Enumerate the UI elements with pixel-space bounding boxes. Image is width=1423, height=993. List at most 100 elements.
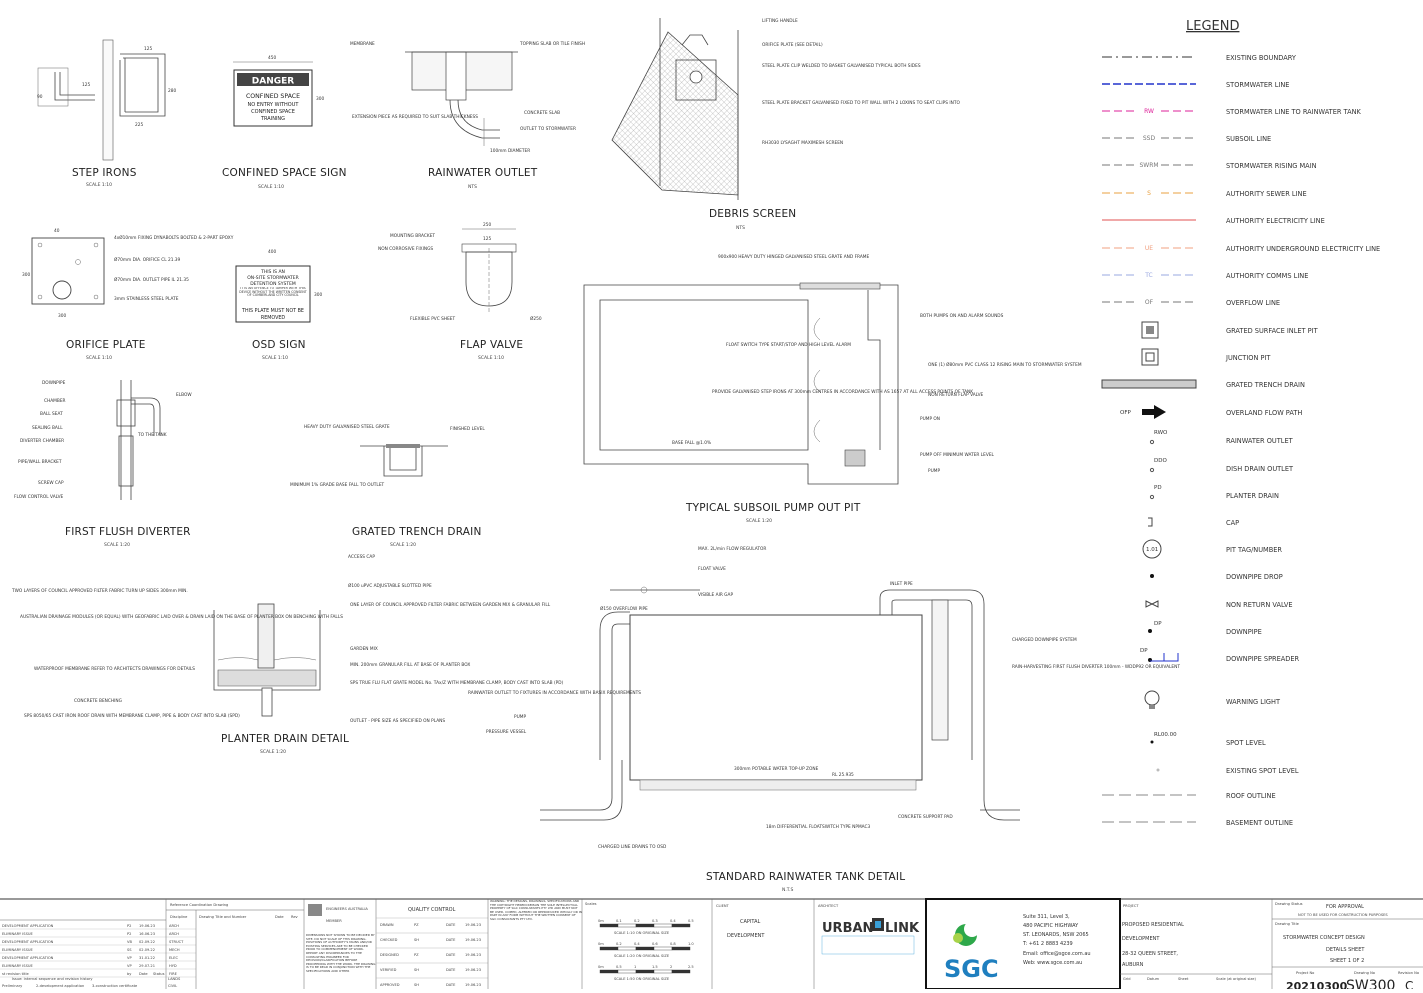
first-flush-diverter-detail: DOWNPIPE CHAMBER BALL SEAT SEALING BALL … xyxy=(14,380,192,548)
svg-text:MEMBRANE: MEMBRANE xyxy=(350,41,375,47)
svg-text:NO ENTRY WITHOUT: NO ENTRY WITHOUT xyxy=(248,102,300,108)
svg-text:FINISHED LEVEL: FINISHED LEVEL xyxy=(450,426,485,432)
svg-text:AUBURN: AUBURN xyxy=(1122,962,1144,968)
svg-text:ST. LEONARDS, NSW 2065: ST. LEONARDS, NSW 2065 xyxy=(1023,932,1089,938)
svg-text:18m DIFFERENTIAL FLOATSWITCH T: 18m DIFFERENTIAL FLOATSWITCH TYPE NPMAC3 xyxy=(766,824,871,830)
svg-text:ARCH: ARCH xyxy=(169,924,179,928)
svg-text:VB: VB xyxy=(127,940,132,944)
svg-text:VP: VP xyxy=(127,956,132,960)
legend-label: DISH DRAIN OUTLET xyxy=(1226,465,1294,473)
orifice-plate-detail: 40 300 300 4xØ10mm FIXING DYNABOLTS BOLT… xyxy=(22,228,234,361)
svg-text:OUTLET - PIPE SIZE AS SPECIFIE: OUTLET - PIPE SIZE AS SPECIFIED ON PLANS xyxy=(350,718,445,724)
legend-label: AUTHORITY ELECTRICITY LINE xyxy=(1226,217,1325,225)
svg-text:SCALE 1:20: SCALE 1:20 xyxy=(104,542,130,548)
svg-text:SCALE 1:10: SCALE 1:10 xyxy=(478,355,504,361)
legend-item: NON RETURN VALVE xyxy=(1145,600,1293,609)
drawing-title: STORMWATER CONCEPT DESIGN xyxy=(1283,935,1365,941)
svg-text:INLET PIPE: INLET PIPE xyxy=(890,581,913,587)
svg-text:Web: www.sgce.com.au: Web: www.sgce.com.au xyxy=(1023,960,1082,966)
legend-item: DOWNPIPE DROP xyxy=(1150,573,1283,581)
svg-text:CHARGED DOWNPIPE SYSTEM: CHARGED DOWNPIPE SYSTEM xyxy=(1012,637,1077,643)
svg-text:Project No: Project No xyxy=(1296,971,1314,975)
svg-text:SPS 8050/65 CAST IRON ROOF DRA: SPS 8050/65 CAST IRON ROOF DRAIN WITH ME… xyxy=(24,713,240,719)
svg-text:DEVELOPMENT APPLICATION: DEVELOPMENT APPLICATION xyxy=(2,924,54,928)
svg-text:900x900 HEAVY DUTY HINGED GALV: 900x900 HEAVY DUTY HINGED GALVANISED STE… xyxy=(718,254,869,260)
osd-sign-title: OSD SIGN xyxy=(252,339,306,351)
svg-text:HYD: HYD xyxy=(169,964,177,968)
svg-text:THIS IS AN: THIS IS AN xyxy=(260,269,285,275)
svg-text:Ø100 uPVC ADJUSTABLE SLOTTED P: Ø100 uPVC ADJUSTABLE SLOTTED PIPE xyxy=(348,582,432,589)
legend-tag: DP xyxy=(1140,648,1148,654)
svg-text:Datum: Datum xyxy=(1147,977,1160,981)
copyright-warning: WARNING: THE DESIGNS, DRAWINGS, SPECIFIC… xyxy=(490,900,582,921)
svg-text:125: 125 xyxy=(144,46,152,52)
svg-text:Scales: Scales xyxy=(585,902,597,906)
revision-number: C xyxy=(1405,979,1413,989)
step-irons-title: STEP IRONS xyxy=(72,167,137,179)
svg-text:LINK: LINK xyxy=(885,921,920,936)
svg-text:ON-SITE STORMWATER: ON-SITE STORMWATER xyxy=(247,275,299,281)
first-flush-title: FIRST FLUSH DIVERTER xyxy=(65,526,191,538)
svg-text:PROVIDE GALVANISED STEP IRONS: PROVIDE GALVANISED STEP IRONS AT 300mm C… xyxy=(712,389,973,395)
legend-item: S AUTHORITY SEWER LINE xyxy=(1102,190,1307,198)
legend-tag: RL00.00 xyxy=(1154,732,1177,738)
legend-label: GRATED SURFACE INLET PIT xyxy=(1226,327,1319,335)
svg-text:225: 225 xyxy=(135,122,143,128)
svg-text:SS: SS xyxy=(127,948,132,952)
svg-text:125: 125 xyxy=(82,82,90,88)
legend-label: AUTHORITY SEWER LINE xyxy=(1226,190,1307,198)
svg-text:MIN. 200mm GRANULAR FILL AT BA: MIN. 200mm GRANULAR FILL AT BASE OF PLAN… xyxy=(350,662,470,668)
svg-text:CIVIL: CIVIL xyxy=(168,984,177,988)
svg-text:CLIENT: CLIENT xyxy=(716,904,730,908)
svg-text:Drawing Title: Drawing Title xyxy=(1275,922,1300,926)
svg-text:FLOAT VALVE: FLOAT VALVE xyxy=(698,566,726,572)
svg-text:PUMP: PUMP xyxy=(514,714,526,720)
legend-tag: TC xyxy=(1144,272,1153,279)
svg-text:ACCESS CAP: ACCESS CAP xyxy=(348,554,375,560)
svg-text:CONCRETE SLAB: CONCRETE SLAB xyxy=(524,110,560,116)
svg-text:SEALING BALL: SEALING BALL xyxy=(32,425,63,431)
svg-text:0m: 0m xyxy=(598,919,604,923)
svg-text:ONE (1) Ø80mm PVC CLASS 12 RIS: ONE (1) Ø80mm PVC CLASS 12 RISING MAIN T… xyxy=(928,361,1082,368)
drawing-status: FOR APPROVAL xyxy=(1326,904,1364,910)
svg-text:WATERPROOF MEMBRANE REFER TO A: WATERPROOF MEMBRANE REFER TO ARCHITECTS … xyxy=(34,666,195,672)
project-box: PROJECT PROPOSED RESIDENTIAL DEVELOPMENT… xyxy=(1120,904,1272,981)
architect-logo: URBAN xyxy=(822,921,873,936)
svg-text:FLOW CONTROL VALVE: FLOW CONTROL VALVE xyxy=(14,494,64,500)
svg-text:Date: Date xyxy=(275,915,284,919)
svg-text:Sheet: Sheet xyxy=(1178,977,1189,981)
planter-drain-title: PLANTER DRAIN DETAIL xyxy=(221,733,349,745)
svg-text:RAIN-HARVESTING FIRST FLUSH DI: RAIN-HARVESTING FIRST FLUSH DIVERTER 100… xyxy=(1012,664,1180,670)
svg-text:19.06.23: 19.06.23 xyxy=(465,953,481,957)
legend-label: ROOF OUTLINE xyxy=(1226,792,1276,800)
legend-item: CAP xyxy=(1148,517,1239,527)
svg-text:Discipline: Discipline xyxy=(170,915,188,919)
svg-text:NOT TO BE USED FOR CONSTRUCTIO: NOT TO BE USED FOR CONSTRUCTION PURPOSES xyxy=(1298,913,1388,917)
svg-text:SCALE 1:10 ON ORIGINAL SIZE: SCALE 1:10 ON ORIGINAL SIZE xyxy=(614,931,670,935)
svg-text:0.5: 0.5 xyxy=(616,965,622,969)
grated-trench-title: GRATED TRENCH DRAIN xyxy=(352,526,482,538)
svg-text:TRAINING: TRAINING xyxy=(260,116,285,122)
svg-text:PUMP: PUMP xyxy=(928,468,940,474)
svg-text:2: 2 xyxy=(670,965,672,969)
legend-tag: S xyxy=(1147,190,1151,197)
flap-valve-detail: 250 125 MOUNTING BRACKET NON CORROSIVE F… xyxy=(378,222,542,361)
legend-label: JUNCTION PIT xyxy=(1225,354,1271,362)
legend-label: BASEMENT OUTLINE xyxy=(1226,819,1293,827)
svg-text:2.5: 2.5 xyxy=(688,965,694,969)
svg-text:280: 280 xyxy=(168,88,176,94)
svg-text:300: 300 xyxy=(22,272,30,278)
architect-box: ARCHITECT URBAN LINK xyxy=(818,904,920,955)
svg-text:NON RETURN FLAP VALVE: NON RETURN FLAP VALVE xyxy=(928,392,984,398)
